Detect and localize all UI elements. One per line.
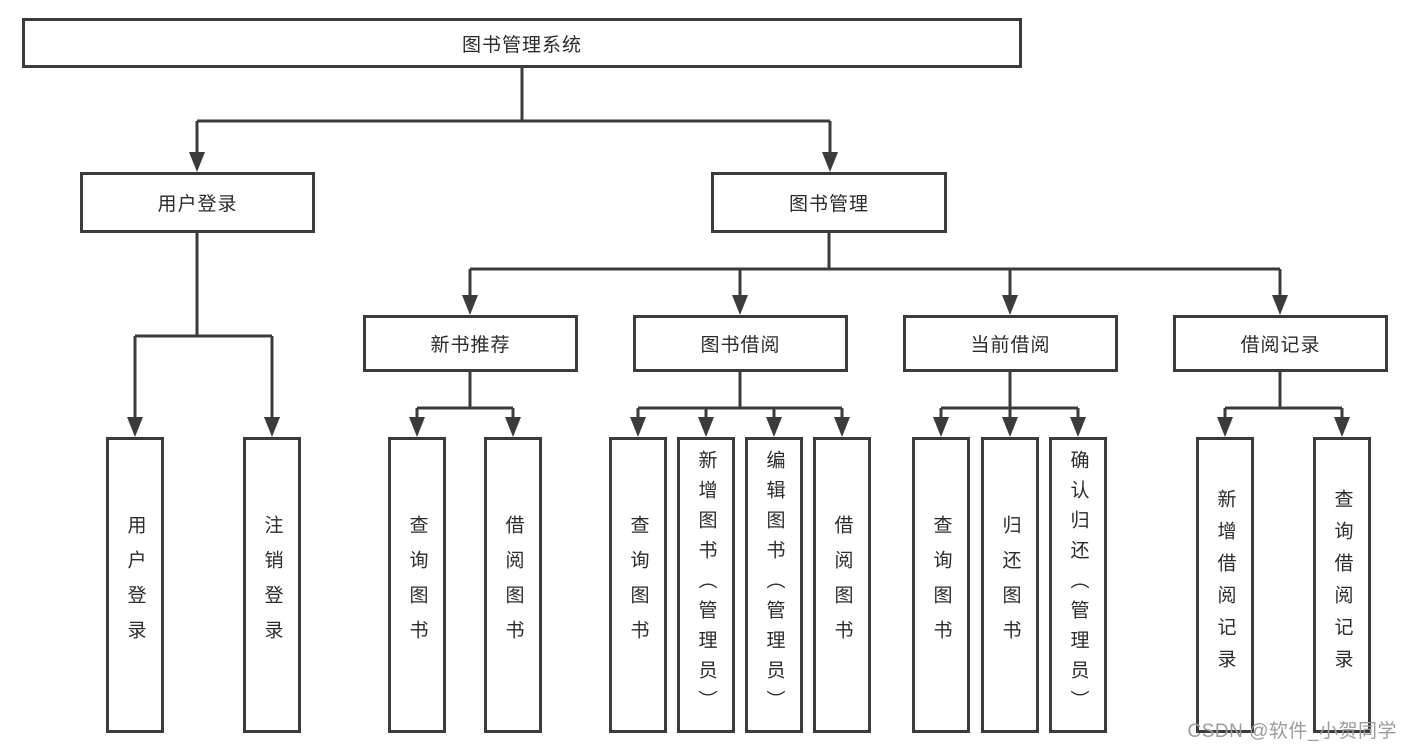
node-book-management: 图书管理 <box>711 172 947 233</box>
leaf-newbook-borrow-books: 借阅图书 <box>484 437 542 733</box>
leaf-borrow-borrow-books-label: 借阅图书 <box>831 515 853 655</box>
leaf-records-query-record-label: 查询借阅记录 <box>1331 489 1353 681</box>
leaf-newbook-borrow-books-label: 借阅图书 <box>502 515 524 655</box>
leaf-user-login-label: 用户登录 <box>124 515 146 655</box>
node-root: 图书管理系统 <box>22 18 1022 68</box>
leaf-newbook-query-books: 查询图书 <box>388 437 446 733</box>
leaf-current-return-books: 归还图书 <box>981 437 1039 733</box>
node-borrow-records: 借阅记录 <box>1173 315 1388 372</box>
leaf-current-query-books: 查询图书 <box>912 437 970 733</box>
leaf-borrow-edit-books-admin: 编辑图书（管理员） <box>745 437 803 733</box>
leaf-logout-label: 注销登录 <box>261 515 283 655</box>
leaf-borrow-edit-books-admin-label: 编辑图书（管理员） <box>763 450 785 720</box>
node-new-book-recommend: 新书推荐 <box>363 315 578 372</box>
leaf-current-confirm-return-admin-label: 确认归还（管理员） <box>1067 450 1089 720</box>
leaf-borrow-query-books: 查询图书 <box>609 437 667 733</box>
leaf-records-add-record: 新增借阅记录 <box>1196 437 1254 733</box>
leaf-borrow-add-books-admin: 新增图书（管理员） <box>677 437 735 733</box>
leaf-current-return-books-label: 归还图书 <box>999 515 1021 655</box>
leaf-newbook-query-books-label: 查询图书 <box>406 515 428 655</box>
leaf-borrow-borrow-books: 借阅图书 <box>813 437 871 733</box>
node-current-borrow: 当前借阅 <box>903 315 1118 372</box>
leaf-borrow-query-books-label: 查询图书 <box>627 515 649 655</box>
leaf-borrow-add-books-admin-label: 新增图书（管理员） <box>695 450 717 720</box>
csdn-watermark: CSDN @软件_小贺同学 <box>1187 721 1397 742</box>
leaf-current-query-books-label: 查询图书 <box>930 515 952 655</box>
leaf-logout: 注销登录 <box>243 437 301 733</box>
leaf-records-query-record: 查询借阅记录 <box>1313 437 1371 733</box>
leaf-current-confirm-return-admin: 确认归还（管理员） <box>1049 437 1107 733</box>
node-user-login: 用户登录 <box>80 172 315 233</box>
node-book-borrow: 图书借阅 <box>633 315 848 372</box>
leaf-records-add-record-label: 新增借阅记录 <box>1214 489 1236 681</box>
leaf-user-login: 用户登录 <box>106 437 164 733</box>
